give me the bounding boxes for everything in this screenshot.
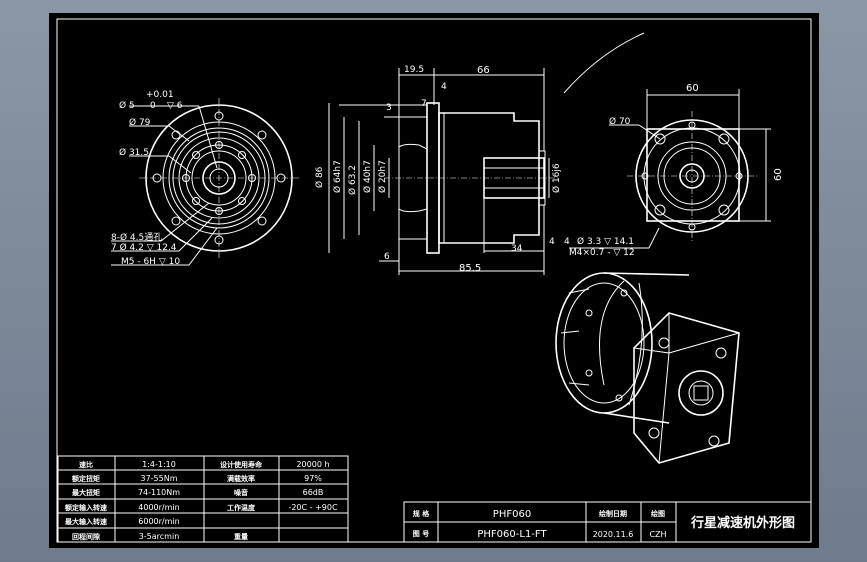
spec-label-4: 最大输入转速	[65, 517, 107, 526]
dim-60-top: 60	[686, 83, 699, 94]
m4-label: M4×0.7 - ▽ 12	[569, 248, 635, 258]
spec-label2-5: 重量	[234, 532, 248, 541]
cad-drawing: +0.01 Ø 5 0 ▽ 6 Ø 79 Ø 31.5 8-Ø 4.5通孔 7 …	[56, 18, 812, 543]
phi5-label: Ø 5	[119, 100, 135, 111]
dim-4-bottom-a: 4	[549, 237, 555, 247]
spec-value2-1: 97%	[304, 474, 322, 483]
spec-value-0: 1:4-1:10	[142, 460, 176, 469]
dim-7-top: 7	[421, 99, 427, 109]
holes-8-label: 8-Ø 4.5通孔	[111, 232, 162, 243]
spec-label-5: 回程间隙	[72, 532, 100, 541]
drawing-title: 行星减速机外形图	[690, 515, 795, 531]
dim-60-side: 60	[773, 168, 784, 181]
phi5-depth: ▽ 6	[167, 101, 183, 111]
isometric-view	[555, 272, 740, 464]
label-drawer: 绘图	[651, 509, 665, 518]
model-value: PHF060	[493, 509, 531, 520]
phi5-tol-lower: 0	[150, 101, 156, 111]
spec-label-1: 额定扭矩	[71, 474, 100, 483]
dim-phi86: Ø 86	[314, 166, 325, 188]
dim-4-bottom-b: 4	[564, 237, 570, 247]
label-drawing-no: 图 号	[413, 529, 429, 538]
spec-value-4: 6000r/min	[138, 517, 179, 526]
title-block: 规 格 图 号 PHF060 PHF060-L1-FT 绘制日期 2020.11…	[403, 501, 812, 543]
dim-6-bottom: 6	[384, 252, 390, 262]
dim-phi16j6: Ø 16j6	[551, 163, 562, 193]
dim-3-top: 3	[386, 103, 392, 113]
phi31-5-label: Ø 31.5	[119, 147, 149, 158]
dim-phi70: Ø 70	[609, 116, 631, 127]
spec-label-3: 额定输入转速	[64, 503, 107, 512]
right-view: 60 60 Ø 70	[609, 83, 784, 241]
spec-label-2: 最大扭矩	[72, 488, 100, 497]
phi79-label: Ø 79	[129, 117, 151, 128]
spec-value2-0: 20000 h	[296, 460, 329, 469]
spec-value-5: 3-5arcmin	[139, 532, 180, 541]
holes-7-label: 7 Ø 4.2 ▽ 12.4	[111, 242, 177, 253]
phi5-tol-upper: +0.01	[146, 90, 174, 100]
drawing-no-value: PHF060-L1-FT	[477, 529, 547, 540]
dim-phi20h7: Ø 20h7	[377, 160, 388, 193]
middle-view: 19.5 66 4 3 7 Ø 86 Ø 64h7 Ø 63.2 Ø 40h7 …	[314, 32, 660, 275]
m5-label: M5 - 6H ▽ 10	[121, 257, 180, 267]
label-date: 绘制日期	[599, 509, 627, 518]
spec-label2-0: 设计使用寿命	[220, 460, 263, 469]
dim-85-5: 85.5	[459, 263, 481, 274]
dim-66: 66	[477, 65, 490, 76]
spec-label2-2: 噪音	[234, 488, 248, 497]
spec-label2-3: 工作温度	[227, 503, 256, 512]
spec-label-0: 速比	[79, 460, 93, 469]
spec-value-2: 74-110Nm	[138, 488, 180, 497]
spec-value2-3: -20C - +90C	[288, 503, 338, 512]
hole-3-3-label: Ø 3.3 ▽ 14.1	[577, 236, 634, 247]
spec-value2-2: 66dB	[303, 488, 324, 497]
dim-19-5: 19.5	[404, 65, 424, 75]
dim-4-top: 4	[441, 82, 447, 92]
dim-34: 34	[511, 244, 523, 254]
label-spec: 规 格	[413, 509, 430, 518]
date-value: 2020.11.6	[593, 530, 634, 539]
spec-table: 速比 额定扭矩 最大扭矩 额定输入转速 最大输入转速 回程间隙 1:4-1:10…	[57, 455, 349, 543]
dim-phi64h7: Ø 64h7	[332, 160, 343, 193]
spec-value-3: 4000r/min	[138, 503, 179, 512]
left-view: +0.01 Ø 5 0 ▽ 6 Ø 79 Ø 31.5 8-Ø 4.5通孔 7 …	[111, 90, 299, 267]
dim-phi40h7: Ø 40h7	[362, 160, 373, 193]
spec-label2-1: 满载效率	[227, 474, 255, 483]
spec-value-1: 37-55Nm	[140, 474, 177, 483]
drawer-value: CZH	[649, 530, 666, 539]
drawing-sheet: +0.01 Ø 5 0 ▽ 6 Ø 79 Ø 31.5 8-Ø 4.5通孔 7 …	[49, 13, 819, 548]
dim-phi63-2: Ø 63.2	[347, 165, 358, 195]
